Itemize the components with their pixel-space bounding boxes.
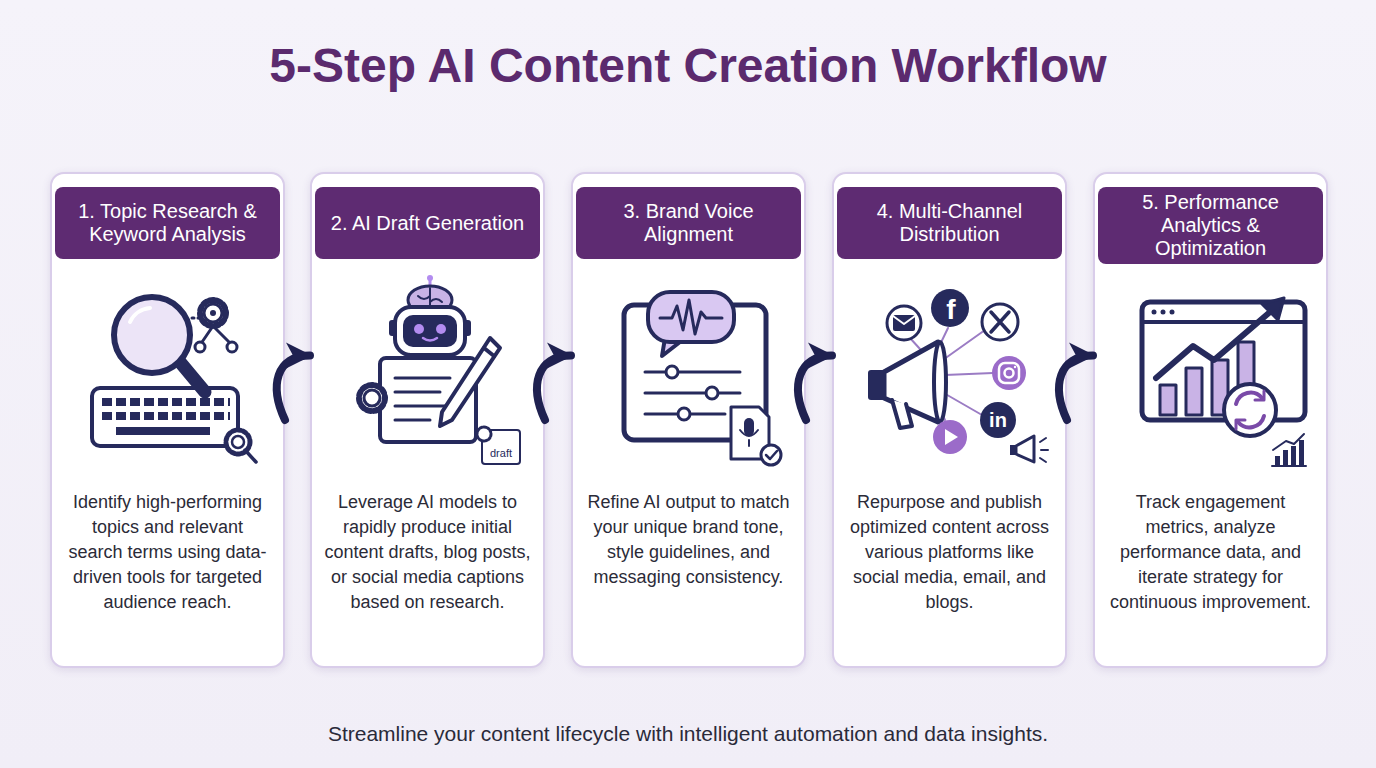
step-title: 5. Performance Analytics & Optimization <box>1106 191 1315 260</box>
step-card: 4. Multi-Channel DistributionRepurpose a… <box>832 172 1067 668</box>
heading-band: 4. Multi-Channel Distribution <box>837 187 1062 259</box>
file-tag: draft <box>490 447 512 460</box>
heading-band: 5. Performance Analytics & Optimization <box>1098 187 1323 264</box>
diagram-caption: Streamline your content lifecycle with i… <box>0 720 1376 748</box>
step-description: Identify high-performing topics and rele… <box>52 490 283 615</box>
logo-letter: in <box>989 409 1007 431</box>
step-description: Refine AI output to match your unique br… <box>573 490 804 590</box>
step-title: 2. AI Draft Generation <box>331 212 524 235</box>
heading-band: 2. AI Draft Generation <box>315 187 540 259</box>
heading-band: 1. Topic Research & Keyword Analysis <box>55 187 280 259</box>
step-card: 2. AI Draft GenerationLeverage AI models… <box>310 172 545 668</box>
step-card: 1. Topic Research & Keyword AnalysisIden… <box>50 172 285 668</box>
step-title: 4. Multi-Channel Distribution <box>845 200 1054 246</box>
logo-letter: f <box>946 295 955 325</box>
step-description: Repurpose and publish optimized content … <box>834 490 1065 615</box>
step-title: 1. Topic Research & Keyword Analysis <box>63 200 272 246</box>
step-description: Leverage AI models to rapidly produce in… <box>312 490 543 615</box>
step-description: Track engagement metrics, analyze perfor… <box>1095 490 1326 615</box>
heading-band: 3. Brand Voice Alignment <box>576 187 801 259</box>
step-title: 3. Brand Voice Alignment <box>584 200 793 246</box>
diagram-title: 5-Step AI Content Creation Workflow <box>0 36 1376 96</box>
step-card: 5. Performance Analytics & OptimizationT… <box>1093 172 1328 668</box>
step-card: 3. Brand Voice AlignmentRefine AI output… <box>571 172 806 668</box>
